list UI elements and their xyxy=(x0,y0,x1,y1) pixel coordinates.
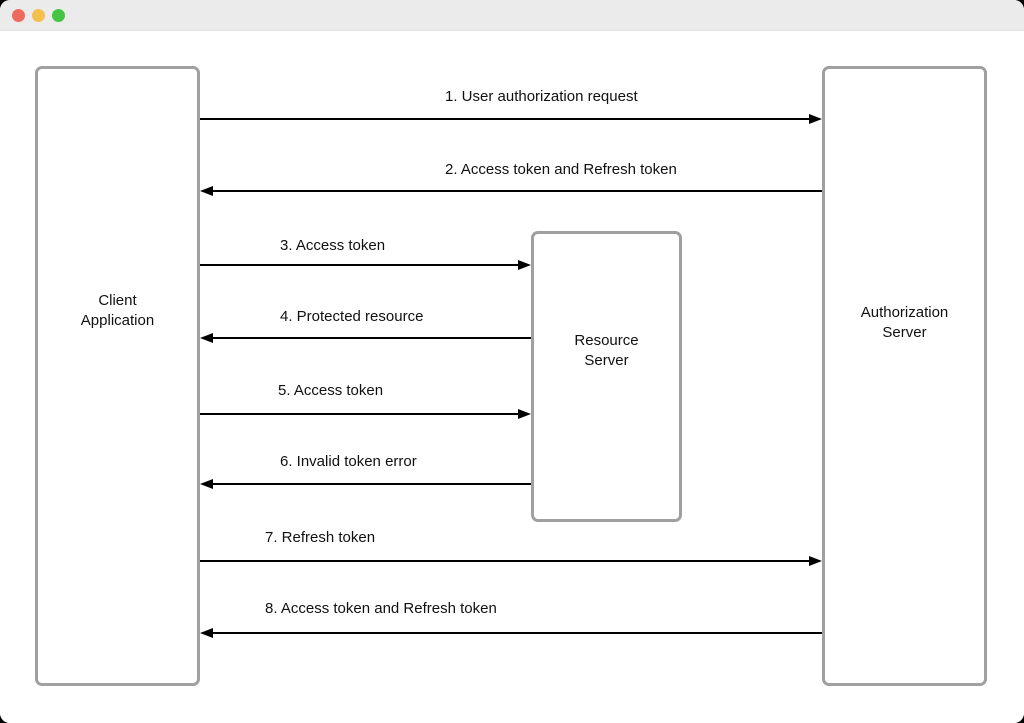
arrow-shaft xyxy=(200,413,520,415)
message-label-2: 2. Access token and Refresh token xyxy=(445,161,677,178)
node-resource-label: Resource Server xyxy=(574,332,639,369)
arrowhead-left-icon xyxy=(200,186,213,196)
message-label-4: 4. Protected resource xyxy=(280,308,424,325)
arrowhead-left-icon xyxy=(200,479,213,489)
arrow-shaft xyxy=(211,632,822,634)
arrowhead-right-icon xyxy=(518,260,531,270)
window-titlebar xyxy=(0,0,1024,31)
message-label-6: 6. Invalid token error xyxy=(280,453,417,470)
arrow-shaft xyxy=(211,483,531,485)
close-button[interactable] xyxy=(12,9,25,22)
arrowhead-left-icon xyxy=(200,333,213,343)
arrowhead-left-icon xyxy=(200,628,213,638)
arrowhead-right-icon xyxy=(809,556,822,566)
node-client-label: Client Application xyxy=(80,292,155,329)
arrowhead-right-icon xyxy=(518,409,531,419)
minimize-button[interactable] xyxy=(32,9,45,22)
message-label-7: 7. Refresh token xyxy=(265,529,376,546)
message-label-5: 5. Access token xyxy=(278,382,384,399)
arrow-shaft xyxy=(211,190,822,192)
arrow-shaft xyxy=(200,118,811,120)
node-client-application: Client Application xyxy=(35,66,200,686)
arrow-shaft xyxy=(211,337,531,339)
arrow-shaft xyxy=(200,264,520,266)
diagram-canvas: Client Application Resource Server Autho… xyxy=(0,31,1024,723)
message-label-3: 3. Access token xyxy=(280,237,386,254)
node-authorization-server: Authorization Server xyxy=(822,66,987,686)
node-resource-server: Resource Server xyxy=(531,231,682,522)
zoom-button[interactable] xyxy=(52,9,65,22)
arrow-shaft xyxy=(200,560,811,562)
message-label-8: 8. Access token and Refresh token xyxy=(265,600,497,617)
arrowhead-right-icon xyxy=(809,114,822,124)
message-label-1: 1. User authorization request xyxy=(445,88,638,105)
node-auth-label: Authorization Server xyxy=(860,304,949,341)
